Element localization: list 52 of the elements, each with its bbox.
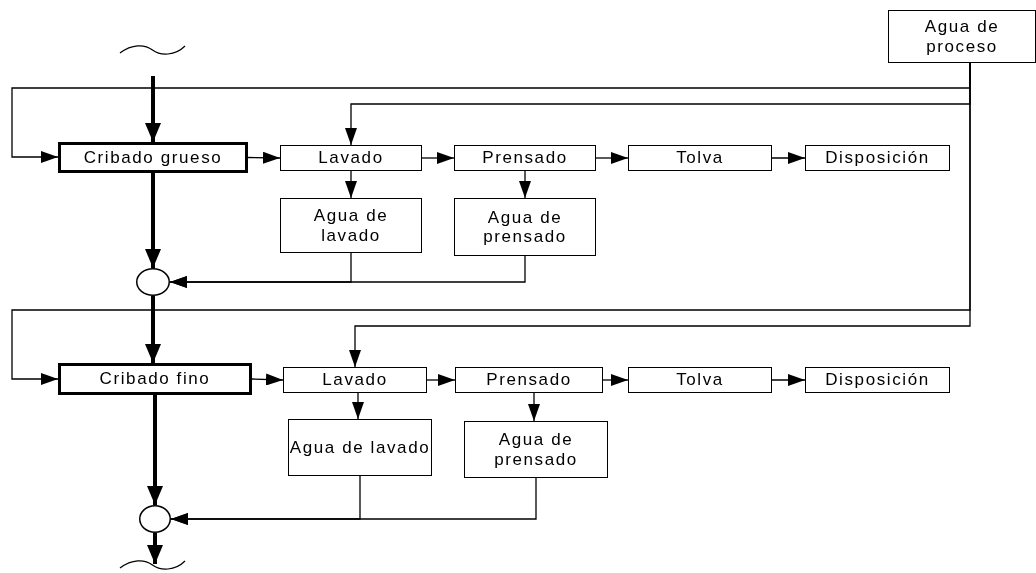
process-box bbox=[888, 10, 1036, 63]
arrow bbox=[349, 62, 971, 368]
process-box bbox=[280, 198, 422, 253]
arrow bbox=[145, 76, 161, 142]
process-box bbox=[628, 367, 772, 393]
box-label: Disposición bbox=[825, 148, 930, 168]
arrow bbox=[169, 255, 526, 288]
arrow bbox=[147, 395, 163, 505]
box-label: Prensado bbox=[486, 370, 572, 390]
box-label: Cribado grueso bbox=[83, 148, 223, 167]
process-box bbox=[455, 367, 603, 393]
box-label: Tolva bbox=[676, 370, 724, 390]
box-label: Agua de proceso bbox=[923, 17, 1001, 56]
process-box bbox=[58, 142, 248, 173]
process-box bbox=[288, 419, 432, 476]
box-label: Lavado bbox=[318, 148, 384, 168]
box-label: Tolva bbox=[676, 148, 724, 168]
arrow bbox=[145, 173, 161, 268]
process-box bbox=[805, 367, 950, 393]
arrow bbox=[421, 152, 455, 164]
arrow bbox=[147, 533, 163, 564]
process-box bbox=[58, 363, 252, 395]
arrow bbox=[426, 374, 456, 386]
process-box bbox=[628, 145, 772, 171]
arrow bbox=[251, 373, 284, 386]
box-label: Prensado bbox=[482, 148, 568, 168]
process-box bbox=[454, 198, 596, 256]
process-box bbox=[805, 145, 950, 171]
arrow bbox=[595, 152, 629, 164]
arrow bbox=[771, 374, 806, 386]
junction-circle bbox=[139, 505, 171, 533]
junction-circle bbox=[136, 268, 170, 296]
process-box bbox=[464, 421, 608, 478]
arrow bbox=[345, 170, 357, 199]
box-label: Agua de lavado bbox=[312, 206, 390, 245]
box-label: Lavado bbox=[322, 370, 388, 390]
box-label: Cribado fino bbox=[99, 369, 211, 389]
process-box bbox=[280, 145, 422, 171]
arrow bbox=[352, 392, 364, 420]
arrow bbox=[145, 296, 161, 363]
process-box bbox=[283, 367, 427, 393]
box-label: Agua de prensado bbox=[493, 430, 579, 469]
box-label: Agua de lavado bbox=[289, 438, 431, 457]
arrow bbox=[519, 170, 531, 199]
arrow bbox=[602, 374, 629, 386]
arrow bbox=[247, 151, 281, 164]
arrow bbox=[771, 152, 806, 164]
box-label: Agua de prensado bbox=[482, 207, 568, 247]
process-box bbox=[454, 145, 596, 171]
arrow bbox=[528, 392, 540, 422]
box-label: Disposición bbox=[825, 370, 930, 390]
arrow bbox=[170, 477, 537, 525]
